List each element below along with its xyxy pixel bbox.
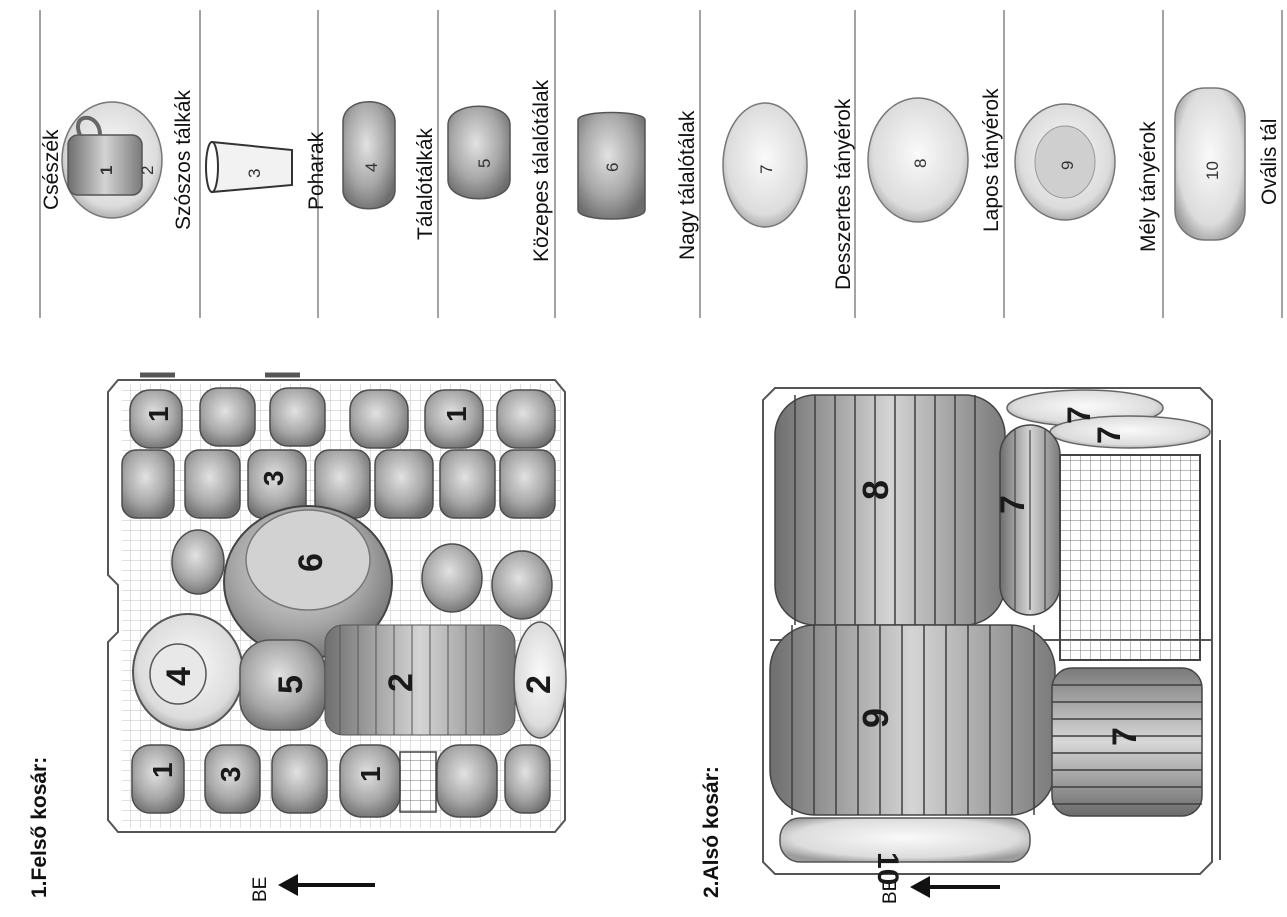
oval-platter-icon: [1174, 87, 1246, 241]
legend-separators: [39, 10, 1283, 318]
legend-num-1: 1: [97, 166, 116, 175]
upper-marker: 5: [272, 675, 310, 694]
cup-icon: [67, 134, 143, 196]
lower-marker: 7: [1091, 426, 1127, 444]
lower-marker: 7: [994, 495, 1032, 514]
arrow-left-icon: [910, 876, 930, 898]
medium-bowl-icon: [447, 105, 511, 200]
legend-item-small-bowls: 4 Tálalótálkák: [342, 101, 437, 240]
upper-marker: 3: [258, 470, 289, 486]
lower-cutlery-basket: [1059, 454, 1201, 661]
lower-markers: 7 7 8 7 9 7 10: [855, 406, 1144, 885]
legend-num-4: 4: [362, 163, 381, 172]
upper-marker: 1: [441, 406, 472, 422]
lower-dinner-plate-stack: [774, 394, 1006, 626]
upper-marker: 1: [355, 766, 386, 782]
upper-direction-arrow: BE: [250, 874, 375, 902]
legend-item-dessert-plates: 7 Desszertes tányérok: [722, 98, 855, 290]
legend: Csészék 1 2 Szószos tálkák 3 Poharak 4 T…: [39, 10, 1283, 318]
legend-num-9: 9: [1058, 161, 1077, 170]
legend-label-deep-plates: Mély tányérok: [1137, 121, 1160, 252]
legend-item-dinner-plates: 8 Lapos tányérok: [867, 88, 1003, 232]
upper-marker: 1: [143, 406, 174, 422]
legend-num-6: 6: [603, 163, 622, 172]
glass-icon: [211, 140, 293, 194]
legend-num-2: 2: [138, 166, 157, 175]
upper-markers: 1 1 3 6 4 5 2 2 1 3 1: [143, 406, 558, 782]
lower-basket-title: 2.Alsó kosár:: [700, 766, 723, 898]
upper-basket-title: 1.Felső kosár:: [28, 757, 51, 898]
upper-saucer: [513, 621, 567, 739]
legend-item-large-bowls: 6 Nagy tálalótálak: [577, 110, 699, 260]
legend-label-large-bowls: Nagy tálalótálak: [676, 110, 699, 260]
legend-item-cups: Csészék 1 2: [40, 101, 163, 219]
legend-item-medium-bowls: 5 Közepes tálalótálak: [447, 79, 553, 262]
lower-direction-label: BE: [880, 879, 901, 904]
legend-label-glasses: Poharak: [305, 131, 328, 210]
lower-marker: 7: [1061, 406, 1097, 424]
legend-label-sauce-bowls: Szószos tálkák: [172, 89, 195, 230]
lower-oval-platter: [779, 817, 1031, 863]
lower-deep-plate-stack: [769, 624, 1056, 816]
dessert-plate-icon: [722, 102, 808, 228]
upper-saucer-stack: [324, 624, 516, 736]
legend-item-deep-plates: 9 Mély tányérok: [1014, 103, 1160, 252]
upper-small-rack: [399, 751, 437, 813]
upper-marker: 3: [215, 766, 246, 782]
legend-num-7: 7: [757, 165, 776, 174]
legend-num-10: 10: [1203, 161, 1222, 180]
legend-label-dinner-plates: Lapos tányérok: [980, 88, 1003, 232]
upper-marker: 1: [147, 762, 178, 778]
lower-marker: 10: [871, 852, 904, 885]
legend-label-dessert-plates: Desszertes tányérok: [832, 98, 855, 290]
legend-label-medium-bowls: Közepes tálalótálak: [530, 79, 553, 262]
arrow-left-icon: [278, 874, 298, 896]
legend-label-oval-platter: Ovális tál: [1258, 119, 1281, 205]
lower-dessert-plate-stack-small: [999, 424, 1061, 616]
legend-item-glasses: 3 Poharak: [205, 131, 328, 210]
upper-bottom-cups: [131, 744, 551, 818]
small-bowl-icon: [342, 101, 396, 210]
upper-marker: 4: [160, 667, 198, 686]
legend-label-cups: Csészék: [40, 129, 63, 210]
lower-marker: 9: [855, 708, 896, 728]
dinner-plate-icon: [867, 97, 969, 223]
large-bowl-icon: [577, 111, 646, 220]
legend-item-oval-platter: 10 Ovális tál: [1174, 87, 1281, 241]
upper-cups-glasses: [121, 387, 556, 620]
upper-marker: 2: [520, 675, 558, 694]
lower-direction-arrow: BE: [880, 876, 1000, 904]
lower-marker: 7: [1106, 727, 1144, 746]
lower-horizontal-plate-stack: [1051, 667, 1203, 817]
legend-num-5: 5: [475, 159, 494, 168]
upper-basket: 1.Felső kosár: BE: [28, 372, 567, 902]
upper-direction-label: BE: [250, 877, 271, 902]
upper-marker: 6: [292, 553, 330, 572]
lower-basket: 2.Alsó kosár: BE: [700, 387, 1221, 904]
legend-num-8: 8: [911, 159, 930, 168]
legend-num-3: 3: [245, 169, 264, 178]
upper-marker: 2: [382, 673, 420, 692]
lower-marker: 8: [855, 480, 896, 500]
legend-label-small-bowls: Tálalótálkák: [414, 127, 437, 240]
